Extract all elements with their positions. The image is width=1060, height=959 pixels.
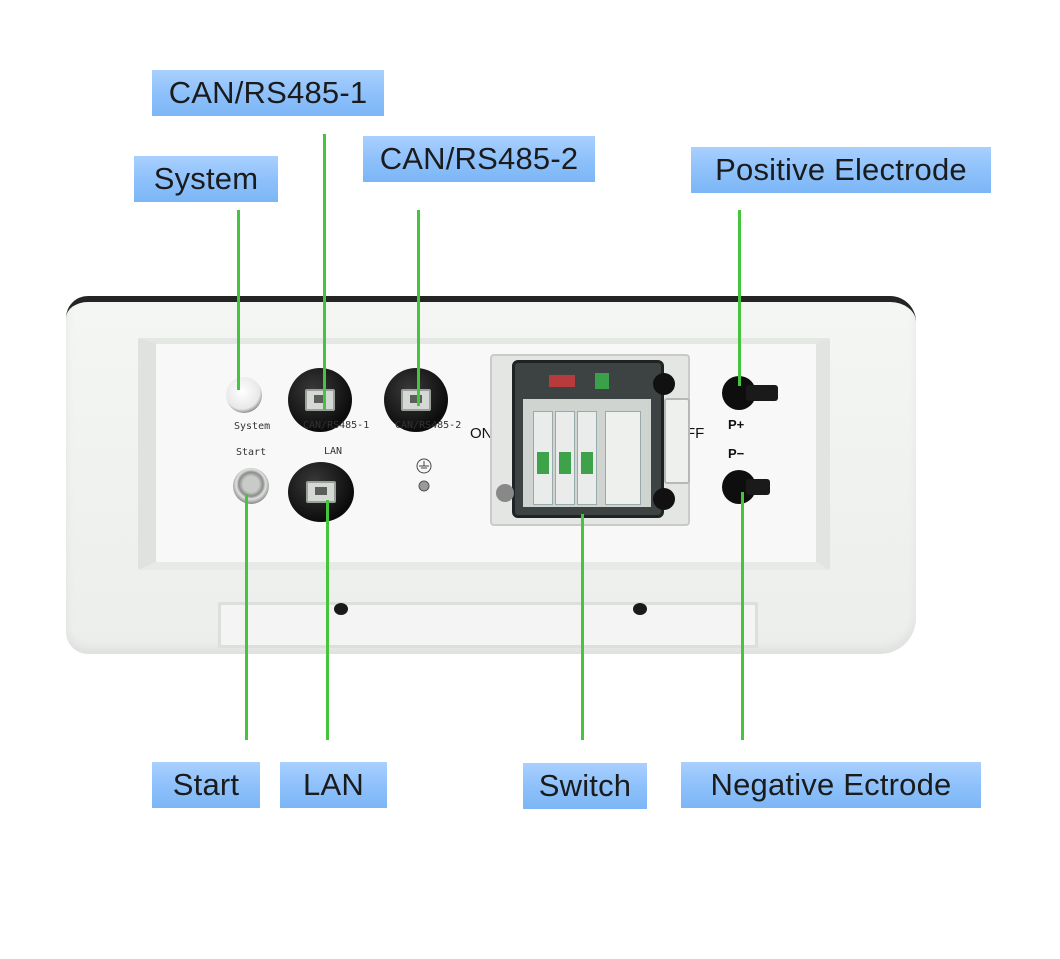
callout-positive-electrode: Positive Electrode xyxy=(691,147,991,193)
callout-can-rs485-2: CAN/RS485-2 xyxy=(363,136,595,182)
leader-line-system xyxy=(237,210,240,390)
leader-line-can2 xyxy=(417,210,420,406)
panel-label-system: System xyxy=(234,421,271,432)
breaker-toggle xyxy=(537,452,549,474)
start-button[interactable] xyxy=(233,468,269,504)
handle-slot xyxy=(218,602,758,648)
panel-label-lan: LAN xyxy=(324,446,343,457)
mount-hole-left xyxy=(334,603,348,615)
breaker-pole xyxy=(577,411,597,505)
callout-can-rs485-1: CAN/RS485-1 xyxy=(152,70,384,116)
negative-connector-body xyxy=(746,479,770,495)
positive-connector-body xyxy=(746,385,778,401)
panel-label-start: Start xyxy=(236,447,267,458)
panel-label-p-plus: P+ xyxy=(728,417,745,432)
can-rs485-2-port[interactable] xyxy=(384,368,448,432)
ground-icon xyxy=(416,458,432,492)
breaker-modules xyxy=(523,399,651,507)
rj45-jack xyxy=(306,481,336,503)
panel-label-can2: CAN/RS485-2 xyxy=(395,420,462,431)
leader-line-lan xyxy=(326,500,329,740)
lan-port[interactable] xyxy=(288,462,354,522)
callout-start: Start xyxy=(152,762,260,808)
breaker-indicator xyxy=(549,375,575,387)
breaker-latch xyxy=(664,398,690,484)
panel-label-can1: CAN/RS485-1 xyxy=(303,420,370,431)
leader-line-negative xyxy=(741,492,744,740)
callout-switch: Switch xyxy=(523,763,647,809)
breaker-toggle xyxy=(559,452,571,474)
breaker-screw xyxy=(496,484,514,502)
breaker-pole xyxy=(605,411,641,505)
can-rs485-1-port[interactable] xyxy=(288,368,352,432)
breaker-pole xyxy=(533,411,553,505)
panel-label-p-minus: P− xyxy=(728,446,745,461)
breaker-toggle xyxy=(581,452,593,474)
panel-label-on: ON xyxy=(470,425,493,442)
leader-line-positive xyxy=(738,210,741,386)
breaker-screw xyxy=(653,488,675,510)
breaker-switch[interactable] xyxy=(512,360,664,518)
callout-negative-electrode: Negative Ectrode xyxy=(681,762,981,808)
callout-system: System xyxy=(134,156,278,202)
rj45-jack xyxy=(305,389,335,411)
leader-line-start xyxy=(245,494,248,740)
mount-hole-right xyxy=(633,603,647,615)
rj45-jack xyxy=(401,389,431,411)
leader-line-switch xyxy=(581,514,584,740)
breaker-pole xyxy=(555,411,575,505)
panel-label-off: FF xyxy=(686,425,705,442)
system-indicator xyxy=(226,377,262,413)
connector-panel-recess xyxy=(138,338,830,570)
leader-line-can1 xyxy=(323,134,326,410)
breaker-indicator-green xyxy=(595,373,609,389)
callout-lan: LAN xyxy=(280,762,387,808)
breaker-screw xyxy=(653,373,675,395)
